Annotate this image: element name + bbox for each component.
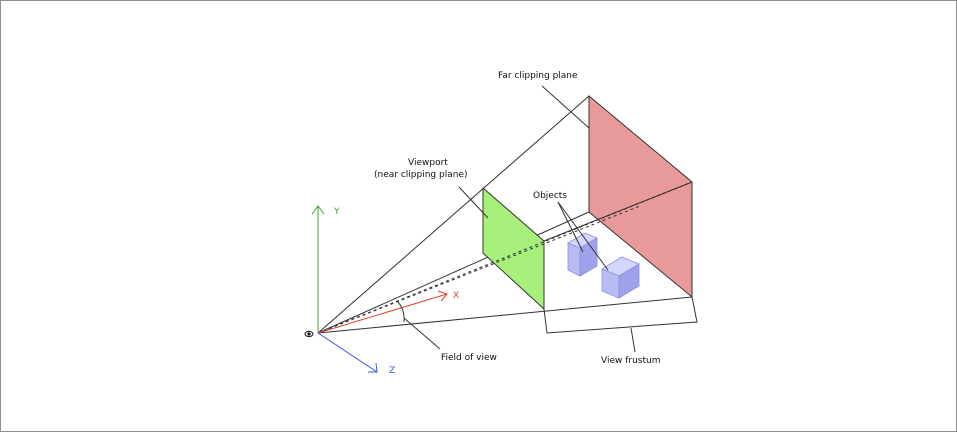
leader-viewport [458, 186, 489, 219]
frustum-edges [317, 95, 693, 334]
frustum-center-axis [317, 205, 641, 334]
eye-icon [304, 330, 314, 338]
viewport-sublabel: (near clipping plane) [374, 170, 467, 180]
y-axis-label: Y [333, 207, 340, 217]
cube-small-right [579, 237, 598, 277]
frustum-edge-bottom [317, 296, 693, 334]
frustum-edge-top [317, 95, 590, 334]
z-axis-label: Z [389, 366, 395, 376]
leader-fov [403, 317, 441, 350]
x-axis-label: X [453, 291, 459, 301]
frustum-edge-lower-left [317, 211, 590, 334]
objects-label: Objects [533, 191, 567, 201]
field-of-view-label: Field of view [441, 353, 497, 363]
leader-far-plane [541, 85, 590, 129]
cube-small-left [567, 242, 581, 277]
y-axis [311, 205, 325, 333]
leader-lines [403, 85, 609, 350]
viewport-label: Viewport [408, 158, 448, 168]
view-frustum-label: View frustum [601, 356, 660, 366]
leader-objects-1 [557, 201, 584, 253]
object-cube-large [601, 256, 640, 299]
near-clipping-plane [482, 186, 545, 311]
view-frustum-bracket [543, 296, 698, 353]
far-clipping-plane [588, 94, 693, 299]
field-of-view-arc [396, 300, 405, 323]
leader-objects-2 [557, 201, 609, 271]
cube-large-right [618, 263, 640, 299]
frustum-edge-right-visible [543, 181, 693, 242]
z-axis [317, 332, 378, 373]
far-plane-label: Far clipping plane [498, 71, 578, 81]
x-axis [317, 290, 448, 334]
object-cube-small [567, 232, 598, 277]
